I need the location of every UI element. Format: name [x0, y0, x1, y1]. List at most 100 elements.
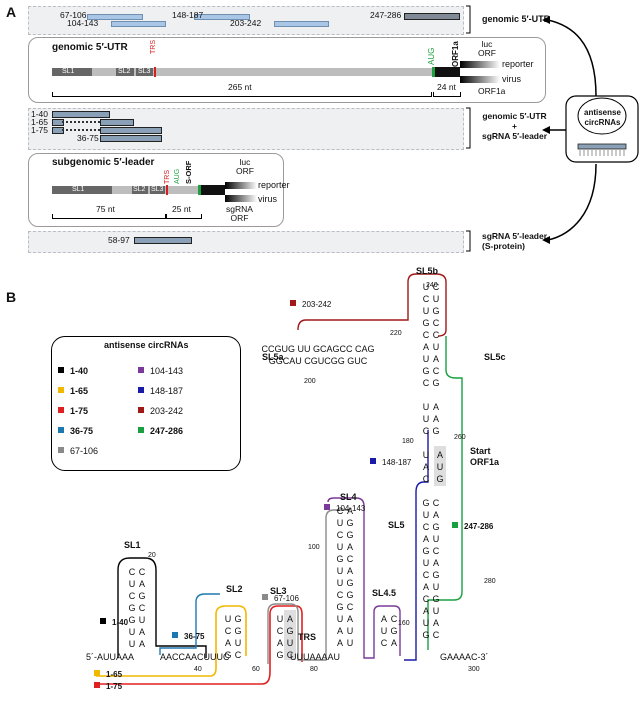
luc-orf-label: luc ORF [478, 39, 496, 58]
svg-text:A: A [437, 450, 443, 460]
legend-label: 247-286 [150, 426, 184, 436]
svg-text:A: A [433, 618, 439, 628]
position-number: 280 [484, 578, 496, 585]
legend-item: 36-75 [58, 426, 93, 436]
tag-1-75: 1-75 [94, 682, 122, 691]
seq-linker-1: AACCAACUUUC [160, 652, 230, 662]
position-number: 180 [402, 438, 414, 445]
position-number: 40 [194, 666, 202, 673]
sl1-label: SL1 [62, 68, 75, 75]
svg-text:G: G [336, 554, 343, 564]
legend-swatch [58, 367, 64, 373]
sl3-label: SL3 [151, 186, 164, 193]
sl5c-label: SL5c [484, 352, 506, 362]
svg-text:G: G [286, 626, 293, 636]
position-number: 160 [398, 620, 410, 627]
svg-text:G: G [432, 594, 439, 604]
range-bar [100, 127, 162, 134]
tag-104-143: 104-143 [324, 504, 365, 513]
svg-text:G: G [432, 570, 439, 580]
sl2-block [116, 68, 134, 76]
svg-text:C: C [347, 602, 354, 612]
genomic-utr-bar [52, 68, 432, 76]
circ-outline-203-242 [297, 273, 447, 337]
tag-67-106: 67-106 [262, 594, 299, 603]
sl5a-label: SL5a [262, 352, 284, 362]
svg-text:C: C [423, 426, 430, 436]
legend-swatch [58, 387, 64, 393]
legend-item: 1-75 [58, 406, 88, 416]
svg-text:A: A [139, 627, 145, 637]
position-number: 300 [468, 666, 480, 673]
svg-text:G: G [128, 615, 135, 625]
svg-text:C: C [347, 554, 354, 564]
svg-text:U: U [235, 638, 242, 648]
position-number: 100 [308, 544, 320, 551]
svg-text:U: U [129, 579, 136, 589]
aug-mark [432, 67, 435, 77]
range-link [62, 121, 100, 123]
svg-text:U: U [337, 566, 344, 576]
svg-text:U: U [225, 614, 232, 624]
svg-text:C: C [129, 591, 136, 601]
s-orf-block [201, 185, 225, 195]
svg-text:A: A [287, 614, 293, 624]
legend-swatch [138, 367, 144, 373]
sgrna-band-label: sgRNA 5′-leader (S-protein) [482, 231, 548, 251]
tag-1-65: 1-65 [94, 670, 122, 679]
legend-item: 1-65 [58, 386, 88, 396]
range-label: 203-242 [230, 18, 262, 28]
svg-text:U: U [347, 626, 354, 636]
range-label: 148-187 [172, 10, 204, 20]
svg-text:A: A [225, 638, 231, 648]
position-number: 260 [454, 434, 466, 441]
range-bar [100, 119, 134, 126]
sl45-label: SL4.5 [372, 588, 397, 598]
trs-highlight [284, 610, 296, 660]
svg-text:C: C [433, 282, 440, 292]
svg-text:G: G [422, 318, 429, 328]
svg-text:G: G [422, 546, 429, 556]
svg-text:C: C [433, 366, 440, 376]
svg-text:G: G [346, 578, 353, 588]
svg-text:C: C [423, 378, 430, 388]
start-orf1a-label: Start ORF1a [470, 446, 500, 467]
svg-text:C: C [337, 590, 344, 600]
genomic-utr-title: genomic 5′-UTR [52, 42, 128, 53]
svg-text:A: A [433, 510, 439, 520]
svg-text:G: G [276, 650, 283, 660]
legend-label: 36-75 [70, 426, 94, 436]
svg-text:G: G [422, 366, 429, 376]
svg-text:U: U [433, 606, 440, 616]
svg-text:A: A [423, 606, 429, 616]
legend-swatch [58, 447, 64, 453]
svg-text:U: U [139, 615, 146, 625]
svg-text:G: G [346, 590, 353, 600]
sl3-label: SL3 [270, 586, 287, 596]
svg-text:C: C [381, 638, 388, 648]
svg-text:U: U [347, 638, 354, 648]
svg-text:A: A [391, 638, 397, 648]
svg-text:A: A [347, 542, 353, 552]
position-number: 240 [426, 282, 438, 289]
svg-text:G: G [432, 522, 439, 532]
sl4-label: SL4 [340, 492, 357, 502]
virus-fade [225, 195, 257, 202]
sl2-label: SL2 [133, 186, 146, 193]
legend-label: 1-65 [70, 386, 89, 396]
circ-outline-1-65 [96, 605, 247, 677]
legend-item: 203-242 [138, 406, 183, 416]
sgrna-circ-band [28, 231, 464, 253]
sl1-label: SL1 [72, 186, 85, 193]
legend-item: 67-106 [58, 446, 98, 456]
svg-text:A: A [433, 402, 439, 412]
legend-title: antisense circRNAs [104, 340, 189, 350]
svg-text:A: A [433, 354, 439, 364]
seq-3-prime: GAAAAC-3´ [440, 652, 489, 662]
circ-outline-148-187 [404, 430, 429, 661]
legend-label: 148-187 [150, 386, 184, 396]
circ-outline-36-75 [159, 593, 220, 655]
panel-a-connectors [466, 5, 639, 252]
tag-148-187: 148-187 [370, 458, 411, 467]
svg-text:G: G [224, 650, 231, 660]
